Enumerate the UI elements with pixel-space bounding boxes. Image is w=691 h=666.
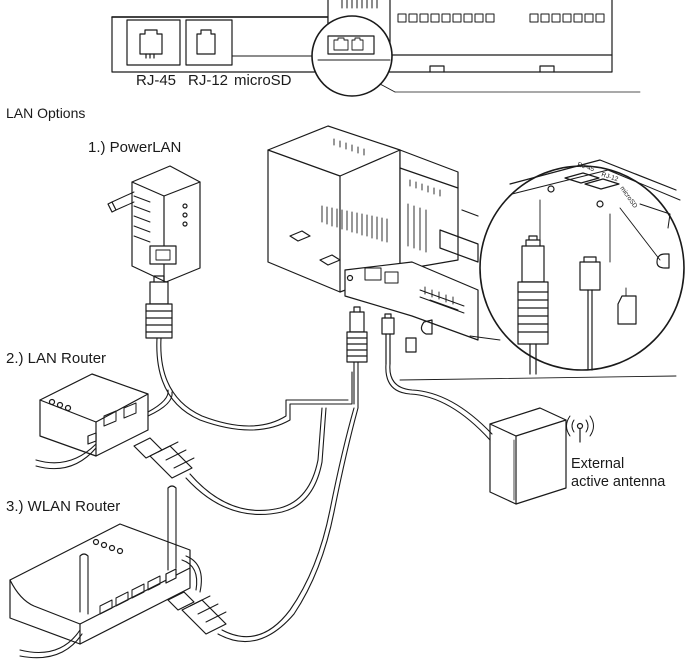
lan-router (39, 373, 149, 457)
zoom-microsd-card (617, 287, 637, 325)
lan-router-plug (133, 437, 195, 479)
label-microsd: microSD (234, 72, 292, 89)
controller-microsd-card (405, 337, 417, 353)
zoom-rj12-plug (579, 256, 601, 371)
port-zoom-circle (311, 15, 641, 97)
section-title-lan-options: LAN Options (6, 105, 86, 121)
controller-terminal-ribs (341, 0, 378, 9)
rj45-port-enlarged (126, 19, 181, 66)
controller-rj45-plug (346, 306, 368, 363)
antenna-label-line1: External (571, 456, 625, 472)
label-rj45: RJ-45 (136, 72, 177, 89)
wlan-router-plug (167, 591, 227, 635)
antenna-signal-icon (566, 415, 594, 443)
controller-rj12-plug (381, 313, 395, 365)
option-label-powerlan: 1.) PowerLAN (88, 139, 182, 156)
wlan-router (9, 485, 191, 645)
option-label-lan-router: 2.) LAN Router (6, 350, 107, 367)
cables (19, 337, 493, 659)
powerlan-plug (145, 275, 173, 339)
controller-module (267, 125, 479, 341)
port-zoom-detail: RJ-45 RJ-12 microSD (399, 159, 685, 381)
option-label-wlan-router: 3.) WLAN Router (6, 498, 121, 515)
rj12-port-enlarged (185, 19, 233, 66)
powerlan-adapter (107, 165, 201, 283)
antenna-label-line2: active antenna (571, 474, 666, 490)
controller-latch (420, 319, 433, 335)
terminal-row-left (397, 13, 495, 23)
zoom-rj45-plug (517, 235, 549, 375)
controller-vent-slots (321, 138, 441, 253)
label-rj12: RJ-12 (188, 72, 229, 89)
external-antenna (489, 407, 567, 505)
terminal-row-right (529, 13, 605, 23)
controller-front-detail (111, 0, 641, 97)
